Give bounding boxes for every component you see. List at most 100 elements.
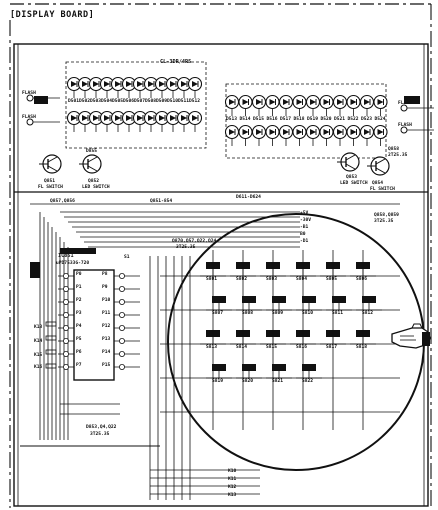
switch-s807 [206, 296, 232, 311]
led-label-d512: D512 [189, 99, 201, 104]
led-array-header: CL-3DR/4RS [160, 59, 192, 65]
led-label-d502: D502 [79, 99, 91, 104]
led-lower-d516 [265, 124, 280, 146]
switch-label-s814: S814 [236, 345, 248, 350]
left-indicator-bottom: FLASH [22, 115, 36, 120]
bus-label-right-top-part: 3T25.35 [374, 219, 394, 224]
led-label-d501: D501 [68, 99, 80, 104]
key-matrix-circle [167, 213, 425, 471]
led-d509 [154, 76, 170, 98]
right-led-switch-label: LED SWITCH [340, 181, 368, 186]
led-lower-d503 [88, 110, 104, 132]
led-d524 [373, 94, 388, 116]
ic-pin-node-2 [63, 298, 70, 305]
transistor-q851 [39, 154, 62, 174]
switch-s820 [236, 364, 262, 379]
controller-ic [45, 248, 140, 381]
ic-pin-node-8 [119, 272, 126, 279]
right-fl-switch-name: Q854 [372, 181, 384, 186]
ic-pin-node-6 [63, 350, 70, 357]
board-frame [9, 3, 432, 508]
signal-label-5: -D1 [300, 239, 309, 244]
ic-pin-label-1: P1 [76, 285, 82, 290]
led-d518 [292, 94, 307, 116]
ic-pin-label-13: P13 [102, 337, 111, 342]
controller-key-2: K14 [34, 339, 43, 344]
bus-key-1: K10 [228, 469, 237, 474]
signal-label-2: -30V [300, 218, 312, 223]
ic-pin-label-6: P6 [76, 350, 82, 355]
controller-part-number: uPD7533G-720 [56, 261, 90, 266]
led-label-d515: D515 [253, 117, 265, 122]
transistor-q853 [337, 152, 360, 172]
switch-label-s807: S807 [212, 311, 224, 316]
right-fl-switch-label: FL SWITCH [370, 187, 395, 192]
led-d510 [165, 76, 181, 98]
ic-pin-node-0 [63, 272, 70, 279]
switch-s809 [266, 296, 292, 311]
controller-ic-tag [60, 248, 96, 254]
led-label-d504: D504 [101, 99, 113, 104]
led-array-frame-left [65, 61, 207, 149]
transistor-q852 [79, 154, 102, 174]
led-label-d519: D519 [307, 117, 319, 122]
led-d512 [187, 76, 203, 98]
switch-label-s803: S803 [266, 277, 278, 282]
led-lower-d518 [292, 124, 307, 146]
left-switch-name: Q852 [88, 179, 100, 184]
ic-pin-label-7: P7 [76, 363, 82, 368]
ic-pin-label-3: P3 [76, 311, 82, 316]
board-title: [DISPLAY BOARD] [10, 10, 95, 20]
led-lower-d520 [319, 124, 334, 146]
switch-label-s821: S821 [272, 379, 284, 384]
switch-s819 [206, 364, 232, 379]
led-label-d514: D514 [239, 117, 251, 122]
switch-label-s806: S806 [356, 277, 368, 282]
led-label-d524: D524 [374, 117, 386, 122]
controller-key-3: K15 [34, 353, 43, 358]
led-label-d523: D523 [361, 117, 373, 122]
ic-pin-node-3 [63, 311, 70, 318]
led-label-d507: D507 [134, 99, 146, 104]
ic-resistor-3 [45, 363, 57, 369]
ic-resistor-0 [45, 321, 57, 327]
switch-s821 [266, 364, 292, 379]
left-transistor-label: FL SWITCH [38, 185, 63, 190]
switch-label-s816: S816 [296, 345, 308, 350]
switch-label-s802: S802 [236, 277, 248, 282]
led-lower-d523 [359, 124, 375, 146]
led-d517 [278, 94, 294, 116]
left-diode-label: D855 [86, 149, 98, 154]
ic-pin-node-1 [63, 285, 70, 292]
led-label-d521: D521 [334, 117, 346, 122]
led-d506 [121, 76, 137, 98]
bus-label-top-3: D611-D624 [236, 195, 261, 200]
bus-label-right-top: Q858,Q859 [374, 213, 399, 218]
signal-label-3: -B1 [300, 225, 309, 230]
switch-label-s809: S809 [272, 311, 284, 316]
transistor-q854 [367, 156, 390, 176]
switch-label-s801: S801 [206, 277, 218, 282]
led-lower-d506 [121, 110, 137, 132]
bus-key-3: K12 [228, 485, 237, 490]
led-lower-d513 [224, 124, 240, 146]
ic-pin-label-12: P12 [102, 324, 111, 329]
led-d520 [319, 94, 334, 116]
led-label-d510: D510 [167, 99, 179, 104]
led-lower-d511 [176, 110, 192, 132]
led-lower-d508 [143, 110, 159, 132]
switch-label-s818: S818 [356, 345, 368, 350]
switch-label-s805: S805 [326, 277, 338, 282]
led-lower-d515 [251, 124, 267, 146]
ic-pin-label-10: P10 [102, 298, 111, 303]
led-label-d517: D517 [280, 117, 292, 122]
right-indicator-top: FLASH [398, 101, 412, 106]
led-lower-d504 [99, 110, 115, 132]
bus-label-mid: Q870,Q57,Q22,Q24 [172, 239, 217, 244]
ic-pin-node-11 [119, 311, 126, 318]
led-d505 [110, 76, 126, 98]
controller-key-4: K16 [34, 365, 43, 370]
ic-pin-label-11: P11 [102, 311, 111, 316]
led-d504 [99, 76, 115, 98]
